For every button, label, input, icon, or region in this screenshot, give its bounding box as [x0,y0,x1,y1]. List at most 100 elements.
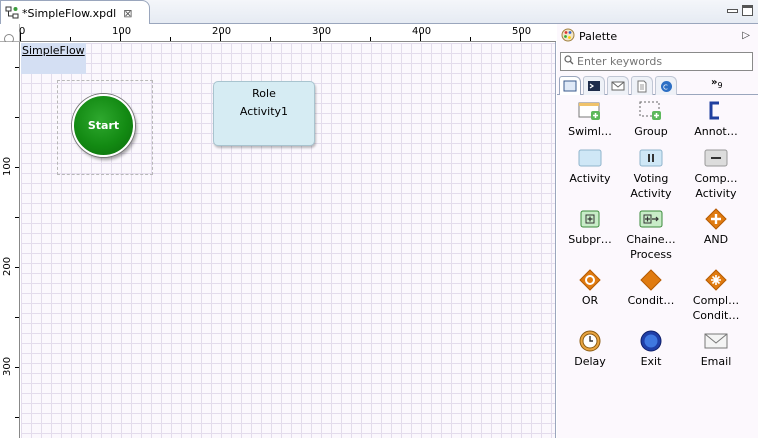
palette-panel: Palette ▷ C »9 Swiml… [557,24,758,438]
ruler-tick [520,33,521,41]
conditional-gateway-icon [639,269,663,291]
tool-label: Compl… Condit… [692,294,740,322]
palette-title: Palette [579,29,618,43]
ruler-tick [15,417,19,418]
maximize-button[interactable] [742,5,753,16]
tool-subprocess[interactable]: Subpr… [557,208,623,247]
tool-label: Annot… [694,125,738,138]
ruler-label: 400 [412,26,432,37]
start-event-label: Start [87,119,120,132]
tool-or-gateway[interactable]: OR [557,269,623,308]
annotation-icon [704,100,728,122]
ruler-label: 100 [2,156,13,176]
chained-process-icon [639,208,663,230]
ruler-label: 300 [312,26,332,37]
ruler-tick [320,33,321,41]
ruler-tick [420,33,421,41]
tool-label: OR [581,294,599,307]
ruler-label: 0 [19,26,26,37]
palette-tab-document[interactable] [631,76,653,95]
ruler-tick [15,167,19,168]
ruler-label: 200 [2,256,13,276]
editor-tab-simpleflow[interactable]: *SimpleFlow.xpdl ⊠ [0,0,150,25]
ruler-tick [470,37,471,41]
tool-exit[interactable]: Exit [618,330,684,369]
svg-text:C: C [663,83,668,91]
horizontal-ruler: 0 100 200 300 400 500 [19,24,556,42]
ruler-tick [15,117,19,118]
start-event[interactable]: Start [72,94,135,157]
ruler-tick [120,33,121,41]
palette-icon [561,28,575,45]
ruler-corner [0,24,20,44]
tool-label: Comp… Activity [694,172,738,200]
tool-swimlane[interactable]: Swiml… [557,100,623,139]
tool-delay[interactable]: Delay [557,330,623,369]
tool-label: Swiml… [568,125,612,138]
tool-complex-conditional[interactable]: Compl… Condit… [683,269,749,323]
activity-icon [578,147,602,169]
tool-chained-process[interactable]: Chaine… Process [618,208,684,262]
palette-tab-email[interactable] [607,76,629,95]
palette-search-box[interactable] [560,52,753,71]
tool-conditional-gateway[interactable]: Condit… [618,269,684,308]
more-tabs-count: 9 [717,81,723,90]
ruler-tick [15,67,19,68]
ruler-tick [270,37,271,41]
group-icon [639,100,663,122]
ruler-label: 100 [112,26,132,37]
tool-label: Group [634,125,668,138]
palette-tab-process[interactable] [559,76,581,95]
delay-icon [578,330,602,352]
ruler-tick [220,33,221,41]
or-gateway-icon [578,269,602,291]
ruler-label: 300 [2,356,13,376]
tool-label: Email [700,355,732,368]
tool-label: Delay [574,355,606,368]
ruler-tick [70,37,71,41]
tool-activity[interactable]: Activity [557,147,623,186]
ruler-label: 200 [212,26,232,37]
swimlane-icon [578,100,602,122]
diagram-canvas[interactable]: SimpleFlow Start Role Activity1 [21,43,555,438]
process-file-icon [5,6,19,20]
palette-tab-web-service[interactable]: C [655,76,677,95]
palette-header: Palette ▷ [557,24,758,48]
tool-voting-activity[interactable]: Voting Activity [618,147,684,201]
palette-tab-script[interactable] [583,76,605,95]
email-icon [704,330,728,352]
compensation-activity-icon [704,147,728,169]
tool-compensation-activity[interactable]: Comp… Activity [683,147,749,201]
activity-role: Role [252,87,276,100]
ruler-label: 500 [512,26,532,37]
diagram-editor: 0 100 200 300 400 500 100 200 300 Simple… [0,24,556,438]
complex-conditional-icon [704,269,728,291]
minimize-button[interactable] [727,9,738,13]
palette-tab-strip: C »9 [557,75,758,95]
palette-search-input[interactable] [577,55,747,68]
collapse-palette-icon[interactable]: ▷ [742,30,750,41]
and-gateway-icon [704,208,728,230]
editor-tab-bar: *SimpleFlow.xpdl ⊠ [0,0,758,25]
voting-activity-icon [639,147,663,169]
ruler-tick [170,37,171,41]
activity-name: Activity1 [239,105,289,118]
tool-and-gateway[interactable]: AND [683,208,749,247]
more-tabs-chevron[interactable]: »9 [711,77,723,90]
activity-node[interactable]: Role Activity1 [213,81,315,146]
tool-group[interactable]: Group [618,100,684,139]
start-event-selection [57,80,153,175]
tool-email[interactable]: Email [683,330,749,369]
subprocess-icon [578,208,602,230]
ruler-tick [15,317,19,318]
tool-label: Subpr… [568,233,612,246]
tool-annotation[interactable]: Annot… [683,100,749,139]
exit-icon [639,330,663,352]
close-tab-icon[interactable]: ⊠ [123,6,133,20]
process-pool-label[interactable]: SimpleFlow [21,43,86,74]
editor-tab-title: *SimpleFlow.xpdl [22,6,117,20]
ruler-tick [15,217,19,218]
ruler-tick [15,367,19,368]
tool-label: Chaine… Process [626,233,676,261]
tool-label: Exit [640,355,662,368]
